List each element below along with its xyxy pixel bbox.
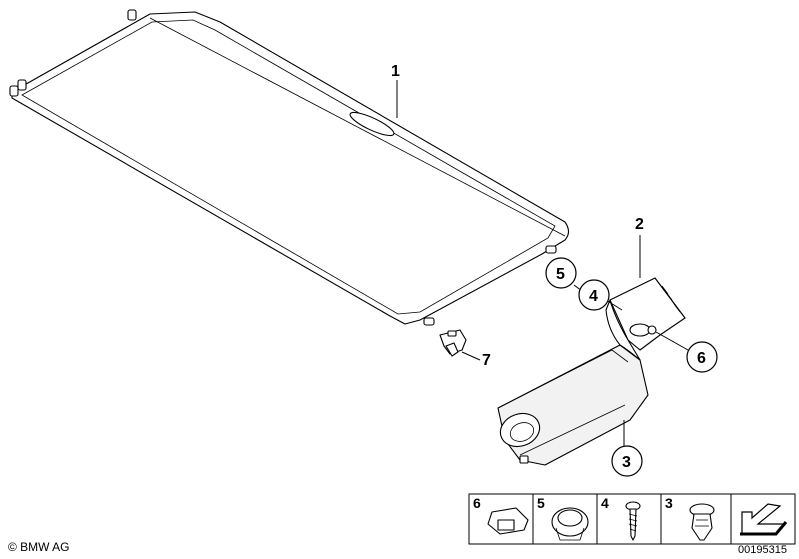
clip-nut-icon bbox=[487, 507, 529, 535]
svg-text:5: 5 bbox=[537, 495, 545, 511]
svg-text:1: 1 bbox=[391, 63, 400, 80]
clip-retainer-icon bbox=[551, 507, 589, 541]
legend-item-arrow[interactable] bbox=[730, 493, 796, 545]
lower-trim-panel-part[interactable] bbox=[496, 299, 649, 466]
luggage-cover-part[interactable] bbox=[9, 9, 570, 326]
push-pin-part[interactable] bbox=[439, 329, 467, 357]
svg-text:7: 7 bbox=[482, 352, 491, 369]
callout-1[interactable]: 1 bbox=[391, 63, 400, 80]
callout-5[interactable]: 5 bbox=[545, 257, 577, 289]
arrow-direction-icon bbox=[740, 503, 788, 536]
fastener-legend: 6 5 4 bbox=[468, 493, 796, 545]
svg-text:5: 5 bbox=[556, 266, 565, 283]
expanding-rivet-icon bbox=[689, 503, 715, 541]
callout-4[interactable]: 4 bbox=[578, 279, 610, 311]
callout-2[interactable]: 2 bbox=[635, 216, 644, 233]
svg-text:3: 3 bbox=[622, 454, 631, 471]
svg-text:4: 4 bbox=[601, 495, 609, 511]
legend-item-3[interactable]: 3 bbox=[660, 493, 732, 545]
svg-text:6: 6 bbox=[697, 350, 706, 367]
legend-item-4[interactable]: 4 bbox=[596, 493, 662, 545]
svg-text:3: 3 bbox=[665, 495, 673, 511]
screw-icon bbox=[625, 501, 641, 541]
callout-3[interactable]: 3 bbox=[611, 445, 643, 477]
svg-text:4: 4 bbox=[589, 288, 598, 305]
legend-item-5[interactable]: 5 bbox=[532, 493, 598, 545]
copyright-text: © BMW AG bbox=[8, 540, 70, 554]
callout-7[interactable]: 7 bbox=[482, 352, 491, 369]
legend-item-6[interactable]: 6 bbox=[468, 493, 534, 545]
svg-text:2: 2 bbox=[635, 216, 644, 233]
svg-text:6: 6 bbox=[473, 495, 481, 511]
diagram-id: 00195315 bbox=[738, 544, 787, 556]
callout-6[interactable]: 6 bbox=[686, 341, 718, 373]
